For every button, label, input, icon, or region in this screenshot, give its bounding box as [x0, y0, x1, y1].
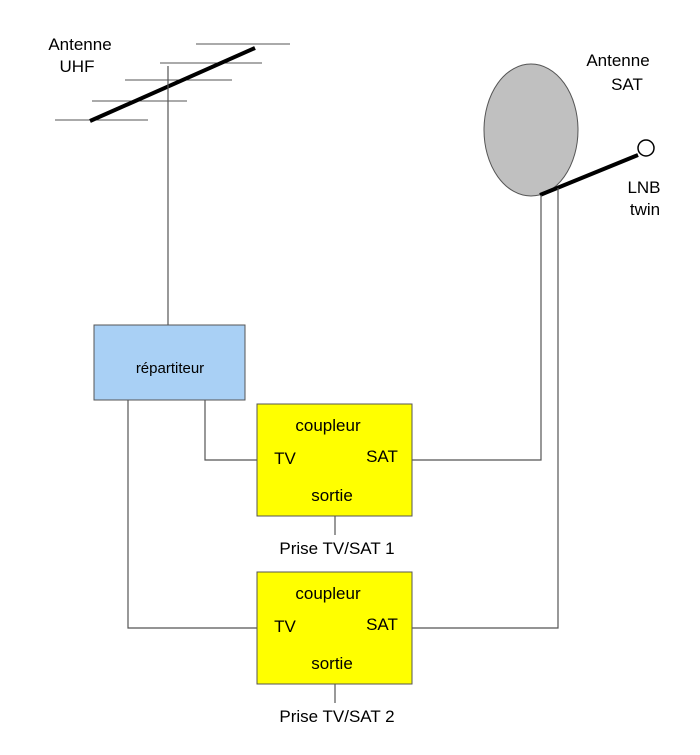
dish-reflector	[483, 63, 579, 197]
splitter-box	[93, 324, 246, 401]
wiring	[127, 66, 559, 703]
uhf-antenna-label-line1: Antenne	[48, 35, 111, 54]
splitter-label: répartiteur	[136, 360, 204, 377]
sat-antenna-label-line1: Antenne	[586, 51, 649, 70]
lnb-label-line2: twin	[630, 200, 660, 219]
sat-dish	[483, 63, 655, 197]
coupler-1: coupleur TV SAT sortie	[256, 403, 413, 517]
coupler-2-sat-port: SAT	[366, 615, 398, 634]
coupler-1-title: coupleur	[295, 416, 361, 435]
wire-lnb-to-coupler2	[412, 188, 559, 629]
coupler-1-output: sortie	[311, 486, 353, 505]
wire-splitter-to-coupler2	[127, 400, 257, 629]
coupler-2-title: coupleur	[295, 584, 361, 603]
wire-splitter-to-coupler1	[204, 400, 257, 461]
coupler-2-tv-port: TV	[274, 617, 296, 636]
coupler-1-box	[256, 403, 413, 517]
uhf-boom	[89, 46, 256, 123]
splitter: répartiteur	[93, 324, 246, 401]
lnb-arm	[539, 153, 639, 197]
outlet-2-label: Prise TV/SAT 2	[279, 707, 394, 726]
coupler-2-box	[256, 571, 413, 685]
sat-antenna-label-line2: SAT	[611, 75, 643, 94]
lnb-head	[637, 139, 655, 157]
outlet-1-label: Prise TV/SAT 1	[279, 539, 394, 558]
wire-lnb-to-coupler1	[412, 195, 542, 461]
uhf-antenna-label-line2: UHF	[60, 57, 95, 76]
coupler-1-tv-port: TV	[274, 449, 296, 468]
lnb-label-line1: LNB	[627, 178, 660, 197]
coupler-2: coupleur TV SAT sortie	[256, 571, 413, 685]
coupler-2-output: sortie	[311, 654, 353, 673]
uhf-antenna	[55, 43, 290, 123]
coupler-1-sat-port: SAT	[366, 447, 398, 466]
